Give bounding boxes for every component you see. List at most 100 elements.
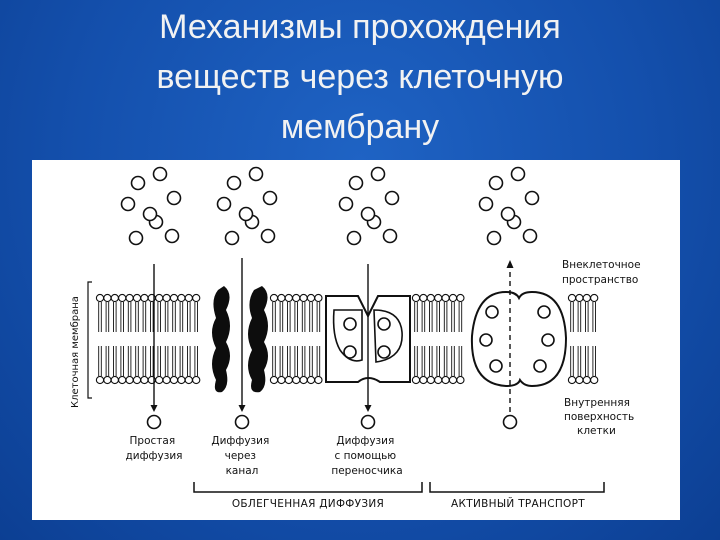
lipid-head-outer [456, 293, 465, 303]
lipid-head-outer [169, 293, 179, 303]
molecule [130, 175, 146, 191]
facilitated-diffusion-brace [193, 482, 423, 493]
membrane-bracket [87, 281, 92, 399]
lipid-head-outer [140, 293, 149, 303]
pump-particle [533, 359, 547, 373]
lipid-head-inner [95, 375, 105, 385]
lipid-head-inner [306, 375, 316, 385]
lipid-head-inner [118, 375, 127, 385]
lipid-head-inner [132, 375, 142, 385]
membrane-label: Клеточная мембрана [70, 296, 81, 408]
molecule [382, 228, 398, 244]
lipid-head-inner [177, 375, 186, 385]
facilitated-diffusion-label: ОБЛЕГЧЕННАЯ ДИФФУЗИЯ [232, 498, 384, 510]
molecule [384, 190, 400, 206]
released-particle [234, 414, 250, 430]
molecule [262, 190, 278, 206]
molecule [348, 175, 364, 191]
lipid-head-outer [95, 293, 105, 303]
molecule [152, 166, 168, 182]
lipid-head-inner [155, 375, 164, 385]
inner-surface-label: Внутренняя поверхность клетки [564, 397, 638, 437]
molecule [360, 206, 376, 222]
membrane-diagram: Клеточная мембрана Внеклеточное простран… [70, 166, 644, 510]
carrier-particle [377, 345, 391, 359]
lipid-head-outer [426, 293, 435, 303]
molecule [226, 175, 242, 191]
lipid-head-outer [567, 293, 577, 303]
transport-arrows [150, 258, 514, 412]
lipid-head-inner [567, 375, 577, 385]
lipid-head-outer [411, 293, 421, 303]
lipid-head-inner [441, 375, 450, 385]
lipid-head-inner [292, 375, 301, 385]
molecule [488, 175, 504, 191]
molecule [238, 206, 254, 222]
lipid-head-inner [162, 375, 171, 385]
lipid-head-inner [426, 375, 435, 385]
title-line-1: Механизмы прохождения [159, 8, 561, 46]
lipid-head-outer [155, 293, 164, 303]
molecule [486, 230, 502, 246]
lipid-head-outer [284, 293, 293, 303]
molecule [164, 228, 180, 244]
lipid-head-outer [575, 293, 584, 303]
extracellular-label: Внеклеточное пространство [562, 259, 644, 286]
lipid-head-inner [419, 375, 428, 385]
lipid-head-inner [277, 375, 286, 385]
lipid-head-inner [314, 375, 323, 385]
slide-title: Механизмы прохождения веществ через клет… [60, 2, 660, 152]
pump-particle [479, 333, 493, 347]
channel-diffusion-label: Диффузия через канал [211, 435, 272, 477]
simple-diffusion-label: Простая диффузия [126, 435, 183, 462]
released-particle [502, 414, 518, 430]
molecule [248, 166, 264, 182]
molecule [370, 166, 386, 182]
lipid-head-outer [582, 293, 591, 303]
lipid-head-inner [456, 375, 465, 385]
molecule [224, 230, 240, 246]
lipid-head-inner [192, 375, 201, 385]
lipid-head-inner [582, 375, 591, 385]
lipid-head-inner [590, 375, 599, 385]
lipid-head-outer [118, 293, 127, 303]
lipid-head-outer [269, 293, 279, 303]
arrow-head [506, 260, 514, 268]
lipid-head-outer [125, 293, 134, 303]
lipid-head-inner [269, 375, 279, 385]
molecule [500, 206, 516, 222]
pump-particle [541, 333, 555, 347]
lipid-head-inner [169, 375, 179, 385]
active-transport-label: АКТИВНЫЙ ТРАНСПОРТ [451, 497, 585, 510]
lipid-head-outer [277, 293, 286, 303]
released-particle [146, 414, 162, 430]
active-transport-brace [429, 482, 605, 493]
lipid-head-inner [448, 375, 458, 385]
lipid-head-outer [434, 293, 443, 303]
pump-particle [489, 359, 503, 373]
pump-particle [537, 305, 551, 319]
lipid-head-outer [192, 293, 201, 303]
lipid-head-outer [162, 293, 171, 303]
molecule [142, 206, 158, 222]
pump-particle [485, 305, 499, 319]
molecule [166, 190, 182, 206]
lipid-head-inner [125, 375, 134, 385]
arrow-head [238, 405, 246, 412]
lipid-head-outer [292, 293, 301, 303]
channel-protein [212, 286, 268, 393]
carrier-particle [377, 317, 391, 331]
lipid-head-inner [299, 375, 308, 385]
lipid-head-outer [590, 293, 599, 303]
lipid-head-inner [184, 375, 193, 385]
transported-particles [146, 305, 555, 430]
lipid-bilayer [95, 293, 599, 385]
molecule [478, 196, 494, 212]
membrane-transport-figure: Клеточная мембрана Внеклеточное простран… [32, 160, 680, 520]
molecule-clusters [120, 166, 540, 246]
lipid-head-outer [441, 293, 450, 303]
lipid-head-outer [132, 293, 142, 303]
lipid-head-inner [434, 375, 443, 385]
title-line-3: мембрану [280, 108, 440, 146]
lipid-head-inner [140, 375, 149, 385]
